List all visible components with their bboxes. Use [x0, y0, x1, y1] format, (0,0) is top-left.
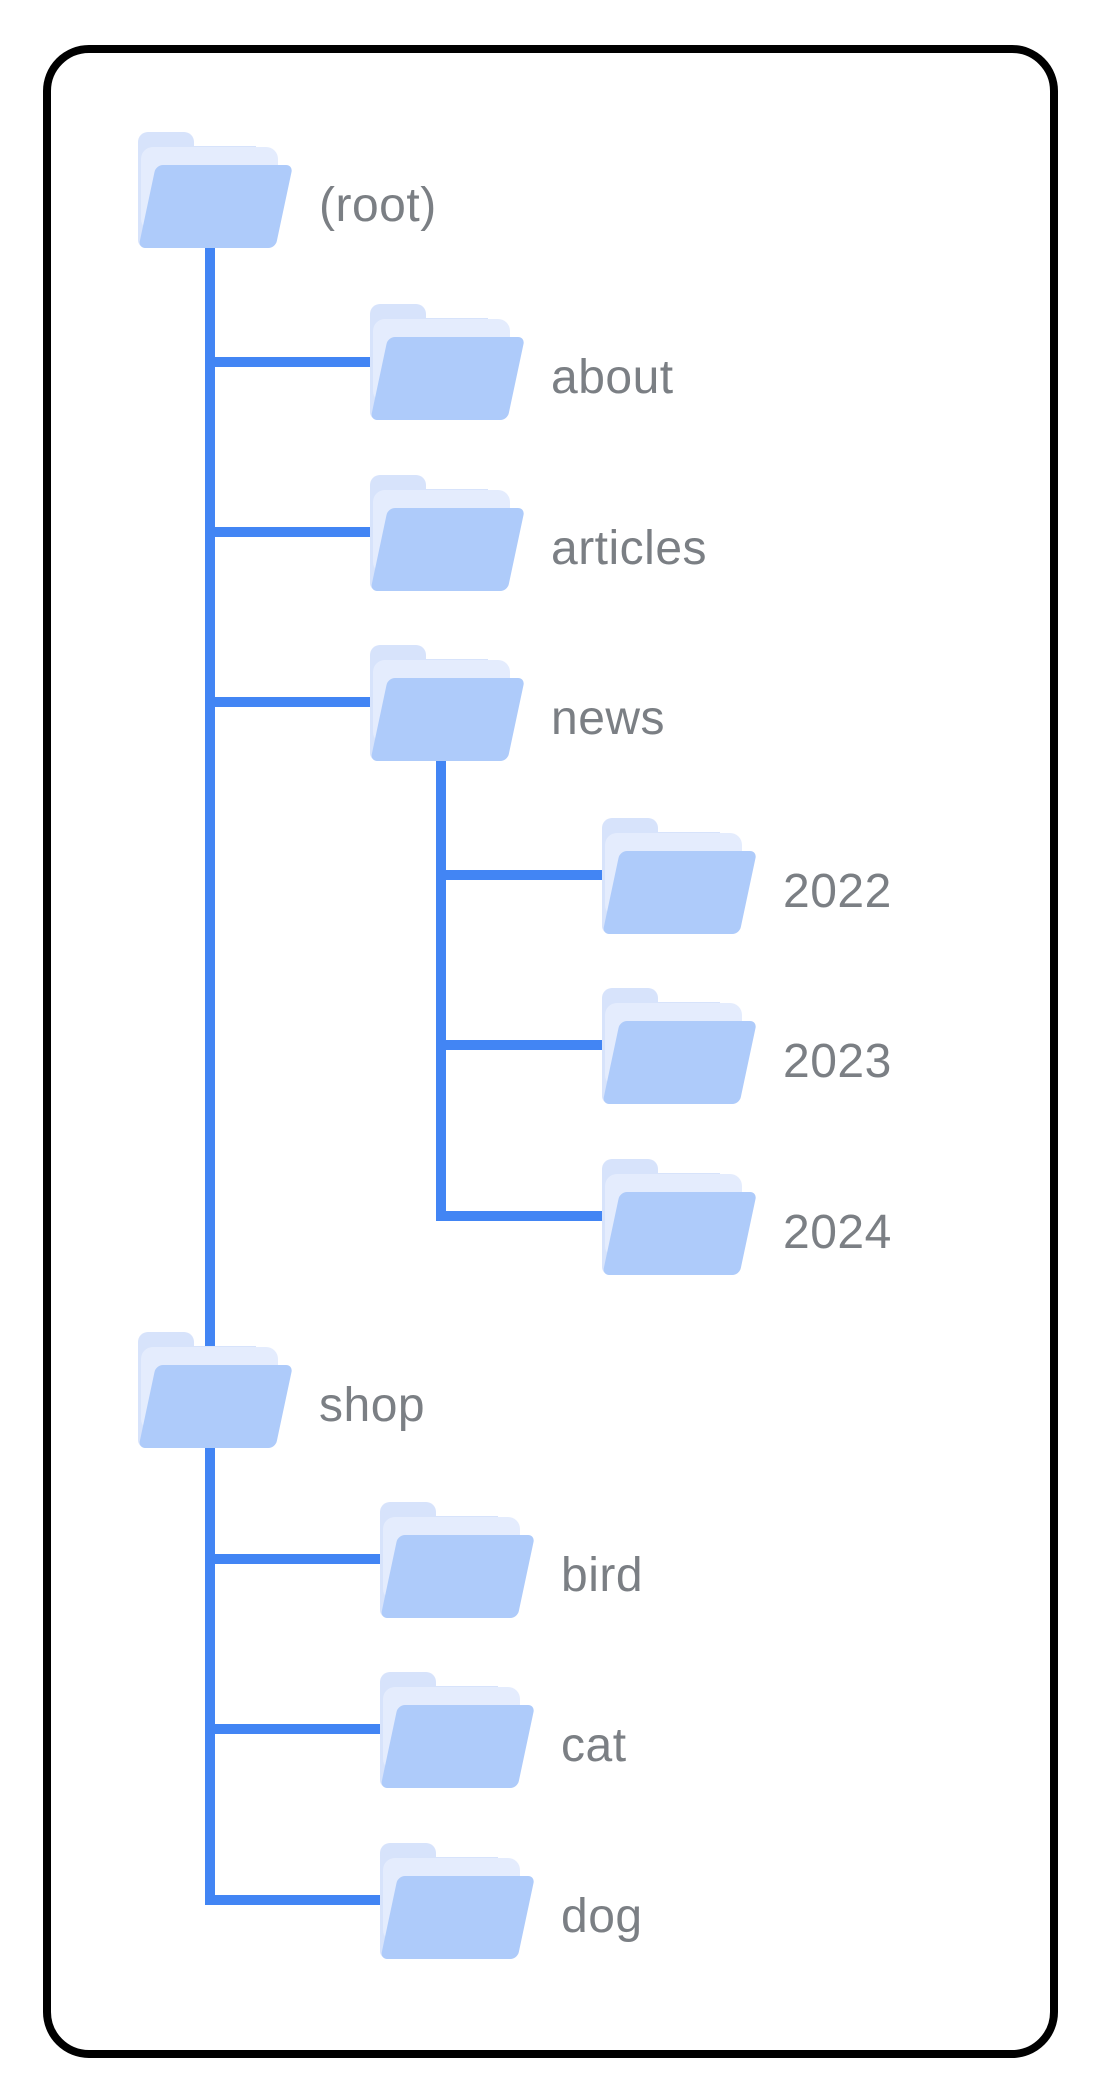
tree-node-bird: bird [380, 1502, 643, 1618]
folder-icon [602, 818, 758, 934]
node-label-2022: 2022 [783, 865, 892, 918]
folder-icon [138, 1332, 294, 1448]
node-label-2024: 2024 [783, 1206, 892, 1259]
node-label-2023: 2023 [783, 1035, 892, 1088]
folder-icon [370, 304, 526, 420]
tree-node-root: (root) [138, 132, 436, 248]
connector-branch-dog [210, 1895, 384, 1905]
folder-icon [380, 1672, 536, 1788]
folder-icon-front [138, 165, 293, 248]
connector-branch-2023 [441, 1040, 606, 1050]
folder-icon-front [138, 1365, 293, 1448]
node-label-dog: dog [561, 1890, 643, 1943]
connector-branch-bird [210, 1554, 384, 1564]
connector-root-trunk [205, 230, 215, 1905]
node-label-cat: cat [561, 1719, 627, 1772]
folder-icon [138, 132, 294, 248]
folder-icon [380, 1843, 536, 1959]
connector-branch-2024 [441, 1211, 606, 1221]
connector-branch-cat [210, 1724, 384, 1734]
folder-icon-front [380, 1876, 535, 1959]
node-label-root: (root) [319, 179, 437, 232]
tree-node-cat: cat [380, 1672, 626, 1788]
tree-node-news: news [370, 645, 665, 761]
node-label-shop: shop [319, 1379, 426, 1432]
connector-news-trunk [436, 745, 446, 1221]
folder-icon-front [370, 678, 525, 761]
node-label-bird: bird [561, 1549, 644, 1602]
folder-icon [602, 1159, 758, 1275]
node-label-about: about [551, 351, 674, 404]
connector-branch-about [210, 357, 376, 367]
folder-icon [370, 645, 526, 761]
node-label-news: news [551, 692, 666, 745]
tree-node-2023: 2023 [602, 988, 891, 1104]
tree-node-2022: 2022 [602, 818, 891, 934]
folder-icon-front [370, 508, 525, 591]
folder-icon [380, 1502, 536, 1618]
tree-node-dog: dog [380, 1843, 642, 1959]
folder-icon [602, 988, 758, 1104]
tree-node-about: about [370, 304, 673, 420]
folder-icon-front [380, 1535, 535, 1618]
connector-branch-articles [210, 527, 376, 537]
connector-branch-news [210, 697, 376, 707]
node-label-articles: articles [551, 522, 708, 575]
connector-branch-2022 [441, 870, 606, 880]
tree-node-articles: articles [370, 475, 707, 591]
tree-node-2024: 2024 [602, 1159, 891, 1275]
folder-icon-front [602, 1021, 757, 1104]
tree-node-shop: shop [138, 1332, 425, 1448]
diagram-frame-border [43, 45, 1058, 2058]
folder-icon [370, 475, 526, 591]
folder-icon-front [602, 851, 757, 934]
folder-icon-front [602, 1192, 757, 1275]
folder-icon-front [380, 1705, 535, 1788]
folder-icon-front [370, 337, 525, 420]
